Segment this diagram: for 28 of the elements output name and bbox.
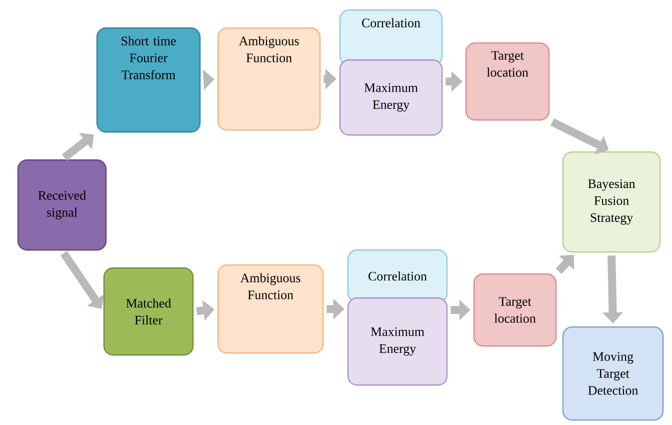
block-arrow xyxy=(62,133,94,161)
node-label: Correlation xyxy=(362,18,420,28)
process-box xyxy=(347,297,448,386)
process-box xyxy=(562,151,661,253)
node-label: Bayesian Fusion Strategy xyxy=(588,179,636,225)
process-box xyxy=(347,249,448,303)
process-box xyxy=(103,267,194,356)
node-label: Maximum Energy xyxy=(370,327,424,356)
node-label: Received signal xyxy=(38,190,86,220)
block-arrow xyxy=(556,254,574,274)
process-box xyxy=(339,59,443,136)
node-label: Moving Target Detection xyxy=(588,352,638,395)
process-box xyxy=(217,27,321,131)
block-arrow xyxy=(60,250,104,309)
node-label: Matched Filter xyxy=(126,298,172,325)
node-label: Correlation xyxy=(368,271,427,281)
node-label: Maximum Energy xyxy=(364,83,418,112)
process-box xyxy=(562,326,664,421)
node-label: Target location xyxy=(494,297,536,323)
node-label: Ambiguous Function xyxy=(240,273,300,300)
node-label: Short time Fourier Transform xyxy=(122,36,176,80)
node-label: Target location xyxy=(486,51,528,77)
process-box xyxy=(217,264,324,354)
process-box xyxy=(465,42,550,121)
process-box xyxy=(96,27,201,133)
process-box xyxy=(473,273,557,347)
node-label: Ambiguous Function xyxy=(238,36,299,62)
process-box xyxy=(17,159,107,251)
